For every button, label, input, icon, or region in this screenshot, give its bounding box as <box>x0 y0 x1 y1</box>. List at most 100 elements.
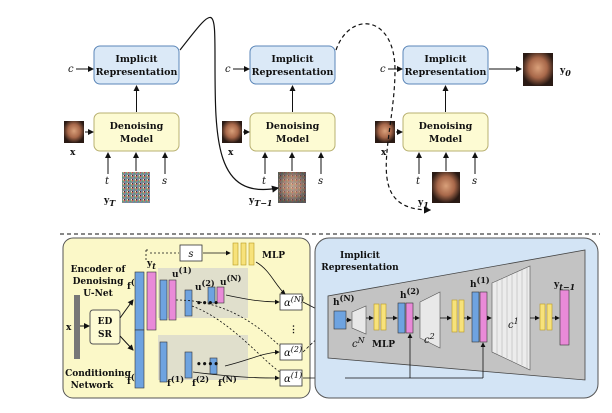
hN-label: h(N) <box>333 293 355 308</box>
h1-block-blue <box>471 291 480 343</box>
u2-label: u(2) <box>195 278 215 293</box>
feature-block-u2 <box>184 289 193 317</box>
cond-block-f0 <box>134 329 145 389</box>
conditioning-feature-stack: f(1) f(2) f(N) •••• <box>134 329 248 389</box>
top-column-3: Implicit Representation Denoising Model … <box>375 45 489 210</box>
ed-sr-box <box>89 309 121 345</box>
scale-s: s <box>318 176 323 187</box>
conditioning-title-line1: Conditioning <box>65 369 132 379</box>
alpha-1-label: α(1) <box>284 371 302 385</box>
uN-label: u(N) <box>220 273 242 288</box>
cN-grid <box>351 305 367 335</box>
fN-label: f(N) <box>218 374 237 389</box>
u-dots: •••• <box>196 299 219 309</box>
input-face-thumbnail <box>222 121 242 143</box>
feature-block-f0-upper <box>134 271 145 331</box>
timestep-t: t <box>262 176 267 187</box>
conditioning-title-line2: Network <box>71 381 115 391</box>
s-input-box <box>179 244 203 262</box>
h2-block-pink <box>405 302 414 334</box>
alpha-2-box <box>279 343 303 361</box>
denoise-label-line2: Model <box>276 134 310 145</box>
sr-label: SR <box>98 330 112 340</box>
output-yt-1-block <box>559 289 570 346</box>
implicit-label-line1: Implicit <box>424 54 467 65</box>
u1-label: u(1) <box>172 265 192 280</box>
implicit-label-line2: Representation <box>96 67 178 78</box>
implicit-representation-box <box>93 45 180 85</box>
h1-label: h(1) <box>470 275 490 290</box>
encoder-title-line3: U-Net <box>83 289 113 299</box>
condition-c: c <box>380 64 386 75</box>
cond-gray-funnel <box>158 335 248 380</box>
top-mlp <box>232 242 255 266</box>
noisy-y-label: yT <box>103 196 116 208</box>
timestep-t: t <box>416 176 421 187</box>
input-x: x <box>228 148 234 158</box>
feature-block-yt <box>146 271 157 331</box>
denoise-label-line2: Model <box>120 134 154 145</box>
c2-label: c2 <box>424 332 435 346</box>
input-face-thumbnail <box>375 121 395 143</box>
input-x: x <box>70 148 76 158</box>
yt-label: yt <box>146 259 156 271</box>
output-face-image <box>523 53 553 86</box>
feature-to-alpha-connectors <box>175 261 345 381</box>
h2-label: h(2) <box>400 286 420 301</box>
implicit-representation-box <box>402 45 489 85</box>
noisy-y-label: y1 <box>417 198 429 210</box>
input-x: x <box>381 148 387 158</box>
denoise-label-line1: Denoising <box>266 121 320 132</box>
implicit-label-line2: Representation <box>405 67 487 78</box>
alpha-2-label: α(2) <box>284 345 302 359</box>
input-x-bar <box>74 295 80 359</box>
f2-label: f(2) <box>192 374 209 389</box>
c1-grid <box>491 265 531 371</box>
implicit-label-line2: Representation <box>252 67 334 78</box>
final-output: y0 <box>489 53 571 86</box>
denoising-model-box <box>93 112 180 152</box>
c1-label: c1 <box>508 317 519 331</box>
noise-image <box>122 172 150 203</box>
denoising-model-box <box>402 112 489 152</box>
output-y0: y0 <box>559 66 571 78</box>
feature-block-uN-a <box>207 286 216 304</box>
mlp-bottom-label: MLP <box>372 340 395 350</box>
implicit-representation-box <box>249 45 336 85</box>
condition-c: c <box>225 64 231 75</box>
yt-1-label: yt−1 <box>553 280 575 292</box>
condition-c: c <box>68 64 74 75</box>
alpha-1-box <box>279 369 303 387</box>
implicit-mlp-3 <box>539 303 553 331</box>
scale-s: s <box>162 176 167 187</box>
implicit-panel-title-line2: Representation <box>321 263 399 273</box>
alpha-dots: ⋮ <box>289 324 298 335</box>
alpha-N-label: α(N) <box>284 295 304 309</box>
input-x-label: x <box>66 323 72 333</box>
implicit-mlp-1 <box>373 303 387 331</box>
s-box-label: s <box>188 249 193 260</box>
f-dots: •••• <box>196 360 219 370</box>
input-face-thumbnail <box>64 121 84 143</box>
cN-label: cN <box>352 336 366 350</box>
implicit-label-line1: Implicit <box>271 54 314 65</box>
alpha-N-box <box>279 293 303 311</box>
feature-block-u1-b <box>168 279 177 321</box>
top-column-1: Implicit Representation Denoising Model … <box>64 45 180 208</box>
timestep-t: t <box>105 176 110 187</box>
cond-block-f2 <box>184 351 193 379</box>
hN-block <box>333 310 347 330</box>
ed-label: ED <box>98 317 113 327</box>
top-column-2: Implicit Representation Denoising Model … <box>222 45 336 208</box>
h1-block-pink <box>479 291 488 343</box>
denoise-label-line2: Model <box>429 134 463 145</box>
feature-block-u1-a <box>159 279 168 321</box>
denoise-label-line1: Denoising <box>419 121 473 132</box>
solid-transition-curve <box>179 16 280 193</box>
encoder-title-line2: Denoising <box>73 277 125 287</box>
f1-label: f(1) <box>167 374 184 389</box>
feature-block-uN-b <box>216 286 225 304</box>
near-clean-image <box>432 172 460 203</box>
encoder-title-line1: Encoder of <box>71 265 127 275</box>
